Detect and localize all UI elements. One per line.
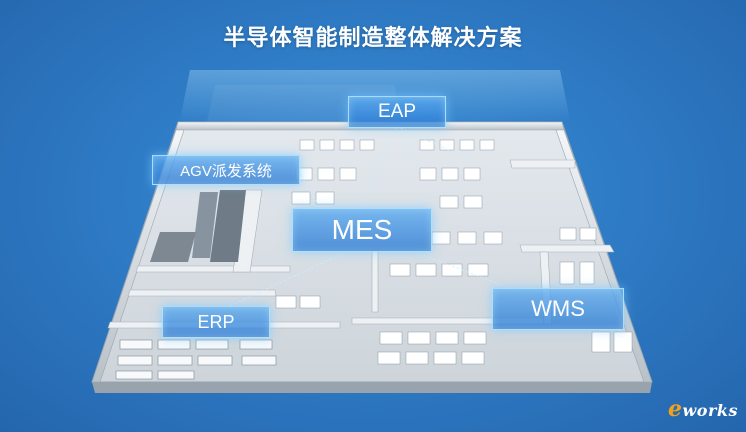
agv-dispatch-system-label: AGV派发系统 — [152, 155, 300, 185]
agv-storage-racks — [150, 190, 246, 262]
erp-system-label: ERP — [162, 306, 270, 338]
office-desks — [115, 339, 277, 380]
logo-text: works — [682, 401, 738, 420]
floor-front-edge — [92, 382, 652, 393]
eworks-logo: eworks — [668, 396, 738, 422]
mes-system-label: MES — [292, 208, 432, 252]
equipment-rows — [275, 139, 633, 365]
logo-mark: e — [668, 396, 683, 422]
connection-lines — [229, 125, 521, 307]
wms-system-label: WMS — [492, 288, 624, 330]
eap-system-label: EAP — [348, 96, 446, 128]
page-title: 半导体智能制造整体解决方案 — [223, 26, 523, 51]
